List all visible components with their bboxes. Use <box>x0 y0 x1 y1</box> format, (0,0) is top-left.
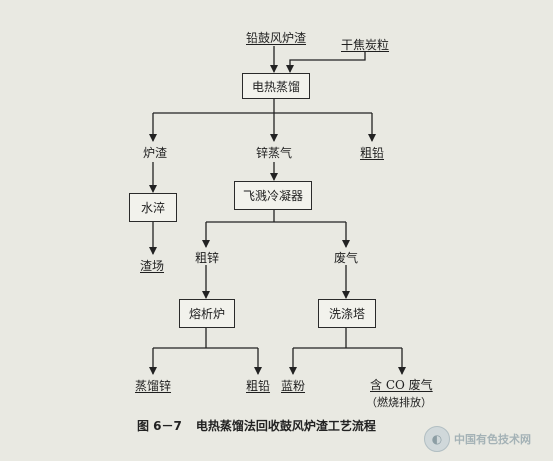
input-reagent-label: 干焦炭粒 <box>341 38 390 52</box>
arrow-reagent-to-distill <box>286 52 366 73</box>
output-crude-lead-1: 粗铅 <box>360 146 385 160</box>
figure-title: 电热蒸馏法回收鼓风炉渣工艺流程 <box>195 419 376 433</box>
process-melting-furnace: 熔析炉 <box>179 299 235 328</box>
output-slag-yard: 渣场 <box>140 259 165 273</box>
output-crude-zinc: 粗锌 <box>195 251 220 265</box>
process-water-quench: 水淬 <box>129 193 177 222</box>
process-scrubber: 洗涤塔 <box>318 299 376 328</box>
watermark-logo-icon: ◐ <box>424 426 450 452</box>
output-co-waste-gas: 含 CO 废气 <box>370 378 433 392</box>
figure-caption: 图 6－7 电热蒸馏法回收鼓风炉渣工艺流程 <box>137 417 390 434</box>
output-co-gas-note: （燃烧排放） <box>366 396 432 409</box>
input-feed-label: 铅鼓风炉渣 <box>246 31 307 45</box>
watermark: ◐ 中国有色技术网 <box>424 424 548 454</box>
output-zinc-vapor: 锌蒸气 <box>256 146 293 160</box>
watermark-text: 中国有色技术网 <box>454 433 531 446</box>
output-slag: 炉渣 <box>143 146 168 160</box>
process-electric-distillation: 电热蒸馏 <box>242 73 310 99</box>
output-crude-lead-2: 粗铅 <box>246 379 271 393</box>
figure-number: 图 6－7 <box>137 419 182 433</box>
output-distilled-zinc: 蒸馏锌 <box>135 379 172 393</box>
output-waste-gas: 废气 <box>334 251 359 265</box>
output-blue-powder: 蓝粉 <box>281 379 306 393</box>
process-splash-condenser: 飞溅冷凝器 <box>234 181 312 210</box>
